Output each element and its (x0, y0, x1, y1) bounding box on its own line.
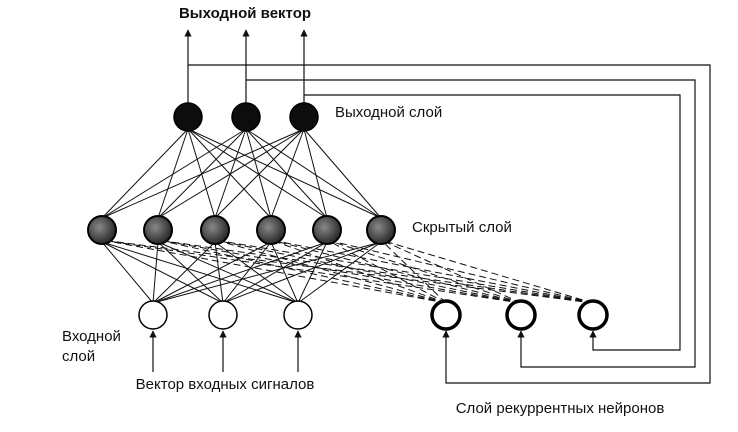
input-hidden-connection (297, 241, 328, 304)
hidden-output-connection (101, 128, 247, 219)
neurons (87, 102, 609, 331)
feedback-loop (304, 94, 681, 351)
recurrent-neuron (577, 299, 609, 331)
hidden-output-connection (101, 128, 305, 219)
recurrent-neuron (430, 299, 462, 331)
signal-arrows (149, 29, 308, 372)
input-hidden-connection (214, 241, 299, 304)
recurrent-hidden-connection (157, 239, 522, 304)
input-neuron (283, 300, 313, 330)
recurrent-hidden-connection (380, 239, 447, 304)
feedback-loop (188, 64, 711, 384)
output-vector-label: Выходной вектор (179, 5, 311, 22)
input-hidden-connection (152, 241, 272, 304)
recurrent-hidden-connection (326, 239, 594, 304)
recurrent-neuron (505, 299, 537, 331)
input-hidden-connection (222, 241, 382, 304)
recurrent-hidden-connection (326, 239, 447, 304)
input-hidden-connection (297, 241, 382, 304)
input-hidden-connection (222, 241, 328, 304)
connections (101, 128, 594, 304)
recurrent-hidden-connection (214, 239, 594, 304)
input-hidden-connection (152, 241, 382, 304)
hidden-output-connection (187, 128, 216, 219)
hidden-output-connection (214, 128, 305, 219)
input-hidden-connection (152, 241, 216, 304)
hidden-output-connection (270, 128, 305, 219)
recurrent-hidden-connection (157, 239, 447, 304)
recurrent-layer-label: Слой рекуррентных нейронов (456, 400, 665, 417)
hidden-neuron (256, 215, 286, 245)
hidden-output-connection (303, 128, 328, 219)
hidden-layer-label: Скрытый слой (412, 219, 512, 236)
feedback-loops (188, 64, 711, 384)
hidden-neuron (143, 215, 173, 245)
recurrent-hidden-connection (101, 239, 447, 304)
input-hidden-connection (214, 241, 224, 304)
input-hidden-connection (101, 241, 299, 304)
hidden-output-connection (245, 128, 328, 219)
input-neuron (138, 300, 168, 330)
input-hidden-connection (152, 241, 159, 304)
input-hidden-connection (222, 241, 272, 304)
recurrent-hidden-connection (380, 239, 594, 304)
recurrent-hidden-connection (214, 239, 447, 304)
feedback-loop (246, 79, 696, 368)
input-hidden-connection (101, 241, 154, 304)
input-hidden-connection (101, 241, 224, 304)
recurrent-hidden-connection (270, 239, 447, 304)
output-neuron (289, 102, 319, 132)
recurrent-hidden-connection (380, 239, 522, 304)
input-vector-label: Вектор входных сигналов (136, 376, 315, 393)
hidden-output-connection (101, 128, 189, 219)
hidden-neuron (312, 215, 342, 245)
recurrent-hidden-connection (157, 239, 594, 304)
input-neuron (208, 300, 238, 330)
hidden-output-connection (245, 128, 382, 219)
recurrent-hidden-connection (214, 239, 522, 304)
output-layer-label: Выходной слой (335, 104, 442, 121)
output-neuron (173, 102, 203, 132)
hidden-output-connection (187, 128, 272, 219)
input-hidden-connection (270, 241, 299, 304)
recurrent-hidden-connection (326, 239, 522, 304)
recurrent-hidden-connection (101, 239, 522, 304)
hidden-output-connection (187, 128, 328, 219)
hidden-output-connection (157, 128, 189, 219)
recurrent-hidden-connection (270, 239, 594, 304)
recurrent-hidden-connection (270, 239, 522, 304)
recurrent-hidden-connection (101, 239, 594, 304)
output-neuron (231, 102, 261, 132)
hidden-neuron (200, 215, 230, 245)
hidden-output-connection (303, 128, 382, 219)
input-layer-label-line2: слой (62, 348, 95, 365)
input-layer-label-line1: Входной (62, 328, 121, 345)
input-hidden-connection (152, 241, 328, 304)
input-hidden-connection (157, 241, 224, 304)
hidden-neuron (366, 215, 396, 245)
hidden-output-connection (214, 128, 247, 219)
hidden-output-connection (245, 128, 272, 219)
hidden-output-connection (187, 128, 382, 219)
hidden-neuron (87, 215, 117, 245)
